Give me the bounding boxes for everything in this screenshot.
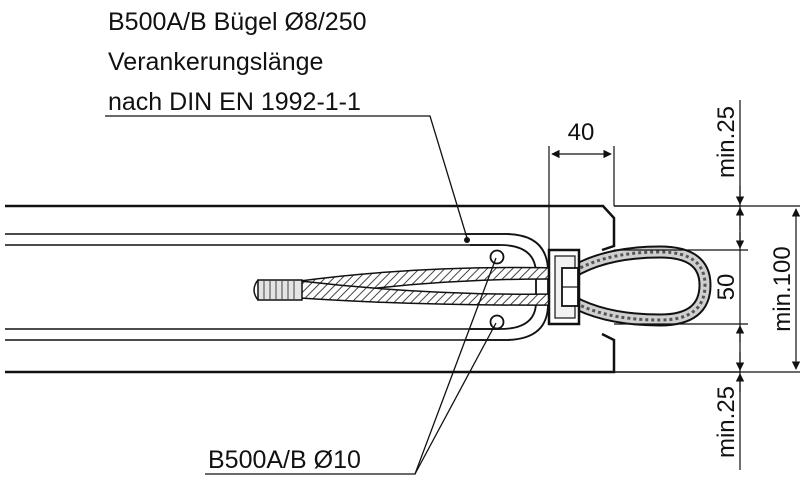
connector-box — [547, 248, 581, 326]
dim-min100-label: min.100 — [769, 246, 796, 331]
callout-bars-label: B500A/B Ø10 — [208, 446, 361, 474]
callout-stirrup: B500A/B Bügel Ø8/250 Verankerungslänge n… — [105, 8, 470, 243]
callout-bars-leader-bottom — [414, 322, 497, 475]
bar-section-bottom — [489, 314, 505, 330]
rope-lower-strand — [299, 280, 561, 306]
vertical-dimensions: min.25 50 min.100 min.25 — [614, 100, 800, 470]
slab-top-edge — [5, 204, 616, 252]
dim-40-label: 40 — [568, 119, 595, 146]
callout-stirrup-line3: nach DIN EN 1992-1-1 — [108, 88, 361, 116]
callout-stirrup-line2: Verankerungslänge — [108, 48, 323, 76]
concrete-section — [5, 204, 740, 374]
stirrup-bend — [465, 233, 549, 341]
bar-section-top — [489, 249, 505, 265]
rope-end-ferrule — [257, 279, 303, 301]
reinforcement-bars — [5, 233, 510, 341]
wire-rope — [253, 245, 712, 327]
callout-stirrup-line1: B500A/B Bügel Ø8/250 — [108, 8, 367, 36]
dim-top-min25-label: min.25 — [713, 106, 740, 178]
callout-bars: B500A/B Ø10 — [205, 257, 497, 475]
dim-bottom-min25-label: min.25 — [713, 386, 740, 458]
callout-stirrup-leader — [105, 115, 468, 239]
dim-40: 40 — [548, 119, 615, 252]
callout-stirrup-dot — [464, 237, 470, 243]
dim-50-label: 50 — [713, 274, 740, 301]
slab-bottom-edge — [5, 332, 616, 374]
